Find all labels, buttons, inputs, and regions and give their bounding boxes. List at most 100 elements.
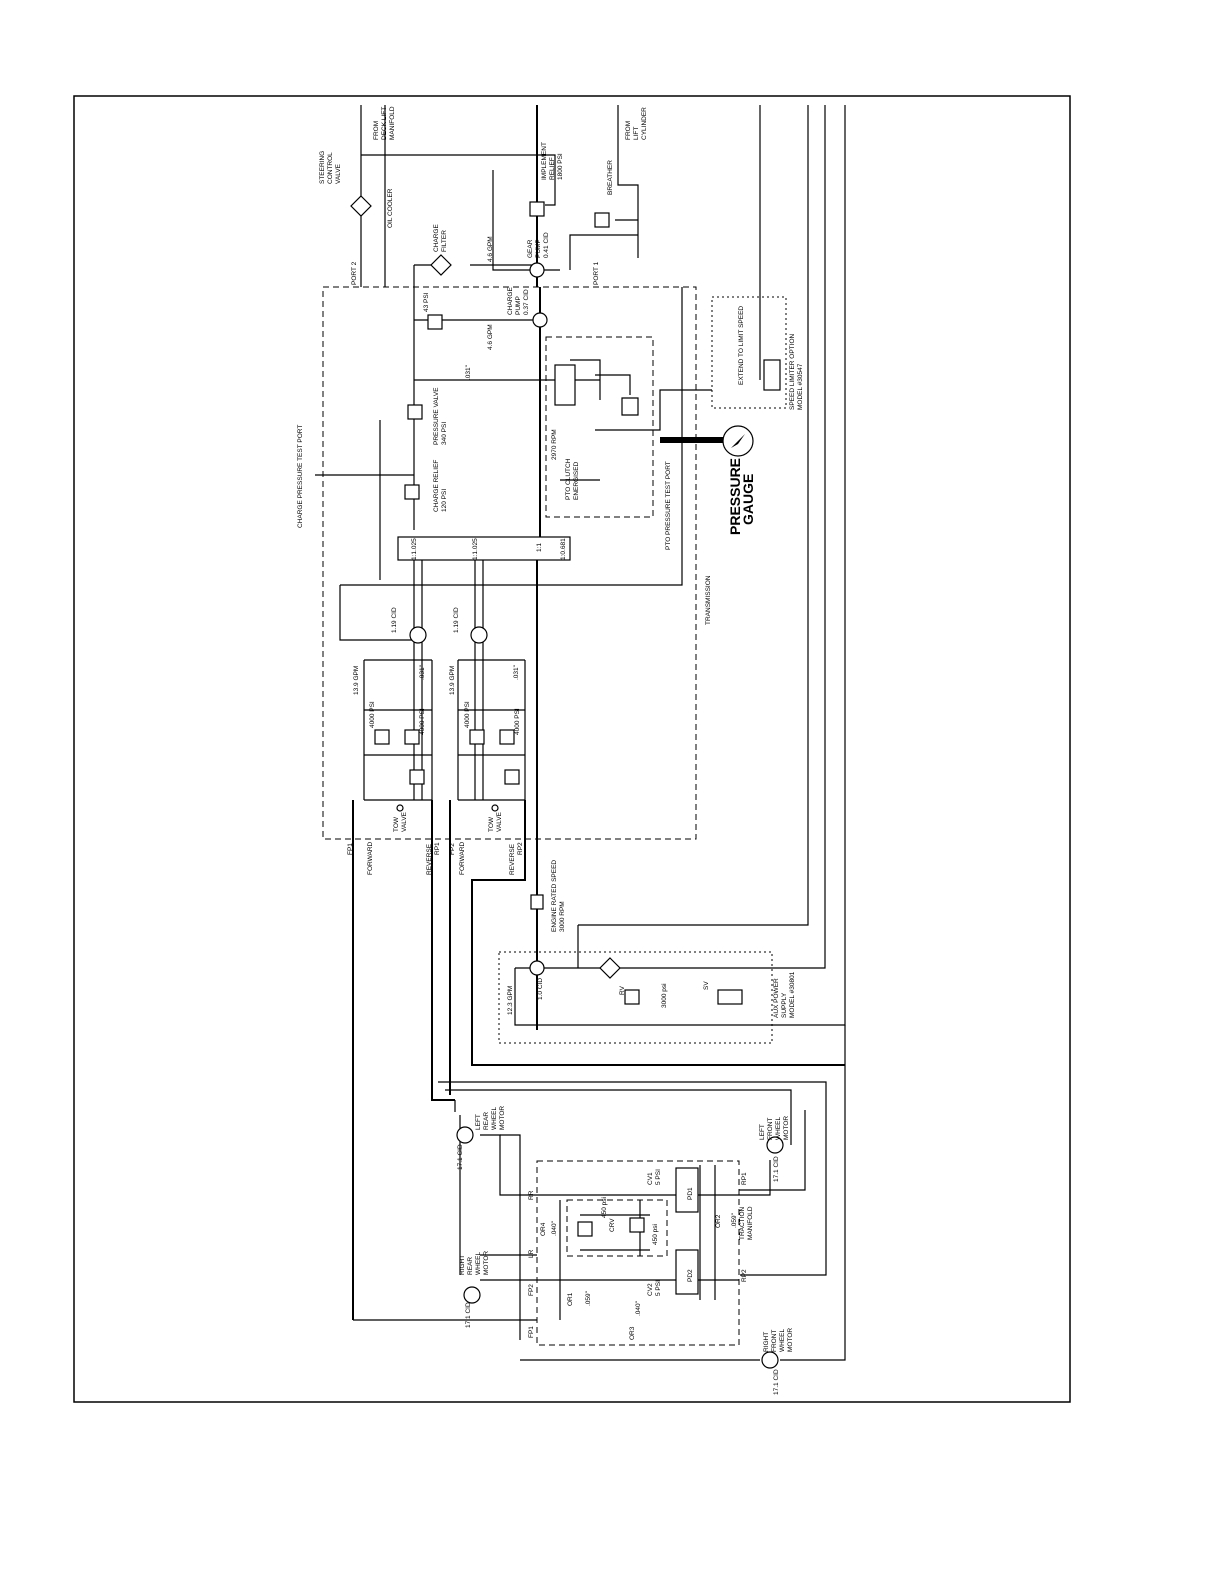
label-cv2-2: 5 PSI — [655, 1280, 662, 1296]
label-left-front-1: LEFT — [759, 1124, 766, 1140]
label-tow-valve-1a: TOW — [393, 816, 400, 832]
label-tow-valve-1b: VALVE — [401, 811, 408, 832]
label-left-front-3: WHEEL — [775, 1117, 782, 1141]
left-rear-motor-icon — [456, 1126, 474, 1144]
label-gear-pump-1: GEAR — [527, 239, 534, 258]
transmission-enclosure — [322, 286, 697, 840]
label-pump-cid-1: 1.19 CID — [391, 607, 398, 633]
traction-manifold-enclosure — [536, 1160, 740, 1346]
label-fp1: FP1 — [347, 843, 354, 855]
labels: FROM DECK LIFT MANIFOLD FROM LIFT CYLIND… — [297, 106, 804, 1395]
pd1-valve-icon — [675, 1167, 699, 1213]
hydraulic-lines — [315, 105, 846, 1361]
label-ratio-3: 1:1 — [536, 543, 543, 552]
label-oil-cooler: OIL COOLER — [387, 188, 394, 228]
rv-valve-icon — [624, 989, 640, 1005]
label-4000psi-2: 4000 PSI — [419, 708, 426, 735]
label-right-rear-4: MOTOR — [483, 1251, 490, 1275]
aux-power-enclosure — [498, 951, 773, 1044]
aux-pump-icon — [529, 960, 545, 976]
label-cv2-1: CV2 — [647, 1283, 654, 1296]
label-charge-relief-1: CHARGE RELIEF — [433, 460, 440, 512]
label-pressure-valve-2: 340 PSI — [441, 422, 448, 445]
label-from-deck-lift-2: DECK LIFT — [381, 107, 388, 140]
hydraulic-components — [350, 195, 784, 1369]
label-cv1-2: 5 PSI — [655, 1169, 662, 1185]
label-or4-val: .040" — [551, 1220, 558, 1236]
pd2-valve-icon — [675, 1249, 699, 1295]
label-2970rpm: 2970 RPM — [551, 429, 558, 460]
relief-4000-b-icon — [404, 729, 420, 745]
label-charge-pump-3: 0.37 CID — [523, 289, 530, 315]
label-traction-2: MANIFOLD — [747, 1206, 754, 1240]
label-charge-filter-1: CHARGE — [433, 224, 440, 252]
label-rp2-manifold: RP2 — [741, 1269, 748, 1282]
label-4000psi-4: 4000 PSI — [514, 708, 521, 735]
label-pressure-gauge-1: PRESSURE — [727, 458, 743, 535]
label-rp1-manifold: RP1 — [741, 1172, 748, 1185]
label-rv: RV — [619, 985, 626, 995]
right-rear-motor-icon — [463, 1286, 481, 1304]
label-450psi-1: 450 psi — [601, 1197, 608, 1218]
label-orifice-pump-1: .031" — [419, 664, 426, 680]
variable-pump-1-icon — [409, 626, 427, 644]
shuttle-valve-2-icon — [504, 769, 520, 785]
label-impl-relief-2: RELIEF — [549, 157, 556, 180]
label-rp1: RP1 — [434, 842, 441, 855]
label-or2: OR2 — [715, 1214, 722, 1228]
label-ratio-2: 1:1.025 — [472, 538, 479, 560]
label-4000psi-3: 4000 PSI — [464, 701, 471, 728]
label-or4: OR4 — [540, 1222, 547, 1236]
label-43psi: 43 PSI — [423, 292, 430, 312]
label-left-rear-3: WHEEL — [491, 1107, 498, 1131]
label-port-1: PORT 1 — [593, 261, 600, 285]
label-right-front-4: MOTOR — [787, 1328, 794, 1352]
label-from-lift-cyl-3: CYLINDER — [641, 107, 648, 140]
label-steering-3: VALVE — [335, 163, 342, 184]
tow-valve-2-icon — [491, 804, 499, 812]
label-pressure-gauge-2: GAUGE — [740, 474, 756, 525]
pressure-valve-icon — [407, 404, 423, 420]
relief-43psi-icon — [427, 314, 443, 330]
breather-icon — [594, 212, 610, 228]
shuttle-valve-1-icon — [409, 769, 425, 785]
label-aux-gpm: 12.3 GPM — [507, 986, 514, 1015]
label-right-front-3: WHEEL — [779, 1329, 786, 1353]
label-fp1-manifold: FP1 — [528, 1326, 535, 1338]
label-left-front-cid: 17.1 CID — [773, 1156, 780, 1182]
label-forward-2: FORWARD — [459, 841, 466, 875]
label-gear-gpm: 4.6 GPM — [487, 236, 494, 262]
pto-valve-icon — [554, 364, 576, 406]
label-forward-1: FORWARD — [367, 841, 374, 875]
label-pd1: PD1 — [687, 1187, 694, 1200]
label-rr: RR — [528, 1190, 535, 1200]
implement-relief-valve-icon — [529, 201, 545, 217]
label-impl-relief-1: IMPLEMENT — [541, 142, 548, 180]
aux-filter-icon — [599, 957, 621, 979]
label-crv: CRV — [609, 1218, 616, 1232]
label-gear-pump-3: 0.41 CID — [543, 232, 550, 258]
label-charge-gpm: 4.6 GPM — [487, 324, 494, 350]
label-pump-cid-2: 1.19 CID — [453, 607, 460, 633]
relief-4000-a-icon — [374, 729, 390, 745]
label-charge-filter-2: FILTER — [441, 230, 448, 252]
engine-coupler-icon — [530, 894, 544, 910]
left-front-motor-icon — [766, 1136, 784, 1154]
right-front-motor-icon — [761, 1351, 779, 1369]
relief-4000-c-icon — [469, 729, 485, 745]
accumulator-icon — [621, 397, 639, 416]
label-steering-2: CONTROL — [327, 152, 334, 184]
label-rp2: RP2 — [517, 842, 524, 855]
label-engine-speed-2: 3000 RPM — [559, 901, 566, 932]
label-traction-1: TRACTION — [739, 1206, 746, 1240]
label-orifice-031: .031" — [465, 364, 472, 380]
label-charge-pump-2: PUMP — [515, 296, 522, 315]
label-or3-val: .040" — [635, 1300, 642, 1316]
label-pd2: PD2 — [687, 1269, 694, 1282]
label-from-lift-cyl-1: FROM — [625, 121, 632, 140]
charge-pump-icon — [532, 312, 548, 328]
label-gear-pump-2: PUMP — [535, 239, 542, 258]
crv-valve-b-icon — [629, 1217, 645, 1233]
label-from-lift-cyl-2: LIFT — [633, 127, 640, 140]
